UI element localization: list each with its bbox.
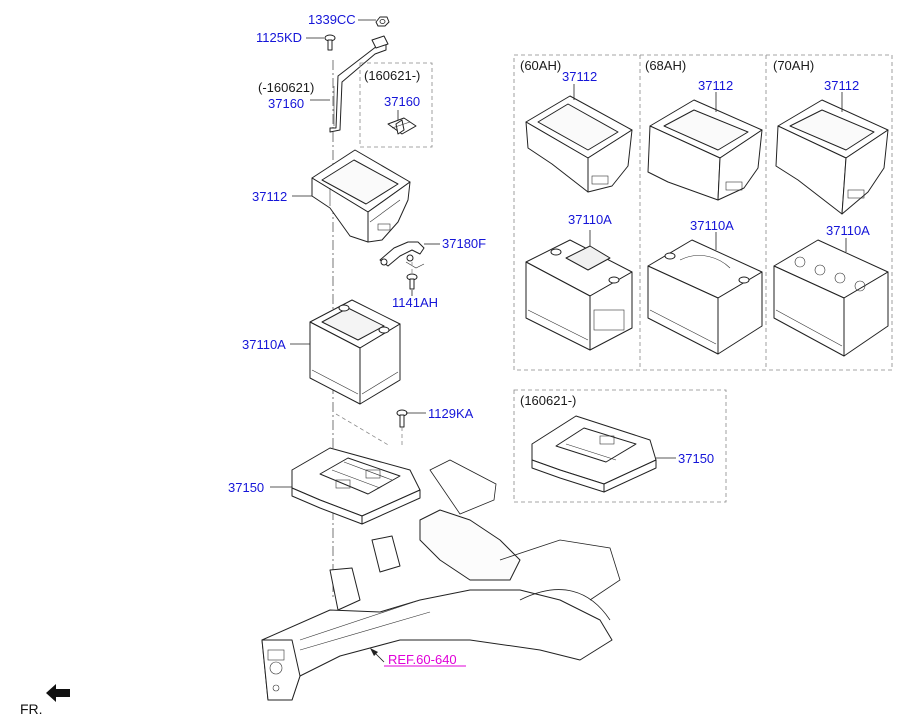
body-frame: [261, 459, 621, 701]
tray-variant-box: [513, 389, 727, 503]
front-direction-label: FR.: [20, 701, 43, 717]
bracket-37160-early: [329, 35, 389, 133]
tray-37150-late: [531, 415, 657, 493]
variant-70ah-battery-label[interactable]: 37110A: [826, 223, 870, 238]
battery-37110a: [309, 299, 401, 405]
note-early-production: (-160621): [258, 80, 314, 95]
label-37160-late[interactable]: 37160: [384, 94, 420, 109]
variant-68ah-capacity: (68AH): [645, 58, 686, 73]
bolt-1129ka: [396, 409, 408, 428]
label-ref-60-640[interactable]: REF.60-640: [388, 652, 457, 667]
bracket-37160-late: [387, 117, 417, 135]
tray-60ah: [525, 95, 633, 193]
ref-arrow: [370, 648, 378, 656]
note-late-tray: (160621-): [520, 393, 576, 408]
label-37150[interactable]: 37150: [228, 480, 264, 495]
battery-60ah: [525, 239, 633, 351]
bracket-variant-box: [359, 62, 433, 148]
variant-68ah-tray-label[interactable]: 37112: [698, 78, 733, 93]
tray-68ah: [647, 99, 763, 201]
battery-variants-box: [513, 54, 893, 371]
label-37112[interactable]: 37112: [252, 189, 287, 204]
variant-60ah-battery-label[interactable]: 37110A: [568, 212, 612, 227]
clamp-37180f: [379, 241, 425, 269]
label-1125kd[interactable]: 1125KD: [256, 30, 302, 45]
variant-70ah-capacity: (70AH): [773, 58, 814, 73]
label-37110a[interactable]: 37110A: [242, 337, 286, 352]
label-37150-late[interactable]: 37150: [678, 451, 714, 466]
label-37180f[interactable]: 37180F: [442, 236, 486, 251]
battery-tray-37112: [311, 149, 411, 243]
battery-68ah: [647, 239, 763, 355]
variant-70ah-tray-label[interactable]: 37112: [824, 78, 859, 93]
bolt-1141ah: [406, 273, 418, 290]
variant-68ah-battery-label[interactable]: 37110A: [690, 218, 734, 233]
variant-60ah-tray-label[interactable]: 37112: [562, 69, 597, 84]
label-37160-early[interactable]: 37160: [268, 96, 304, 111]
nut-1339cc: [375, 16, 390, 27]
label-1129ka[interactable]: 1129KA: [428, 406, 474, 421]
label-1141ah[interactable]: 1141AH: [392, 295, 438, 310]
note-late-production-bracket: (160621-): [364, 68, 420, 83]
label-1339cc[interactable]: 1339CC: [308, 12, 356, 27]
tray-70ah: [775, 99, 889, 215]
mounting-tray-37150: [291, 447, 421, 525]
variant-60ah-capacity: (60AH): [520, 58, 561, 73]
front-arrow-icon: [46, 684, 70, 702]
battery-70ah: [773, 239, 889, 357]
bolt-1125kd: [324, 34, 336, 51]
